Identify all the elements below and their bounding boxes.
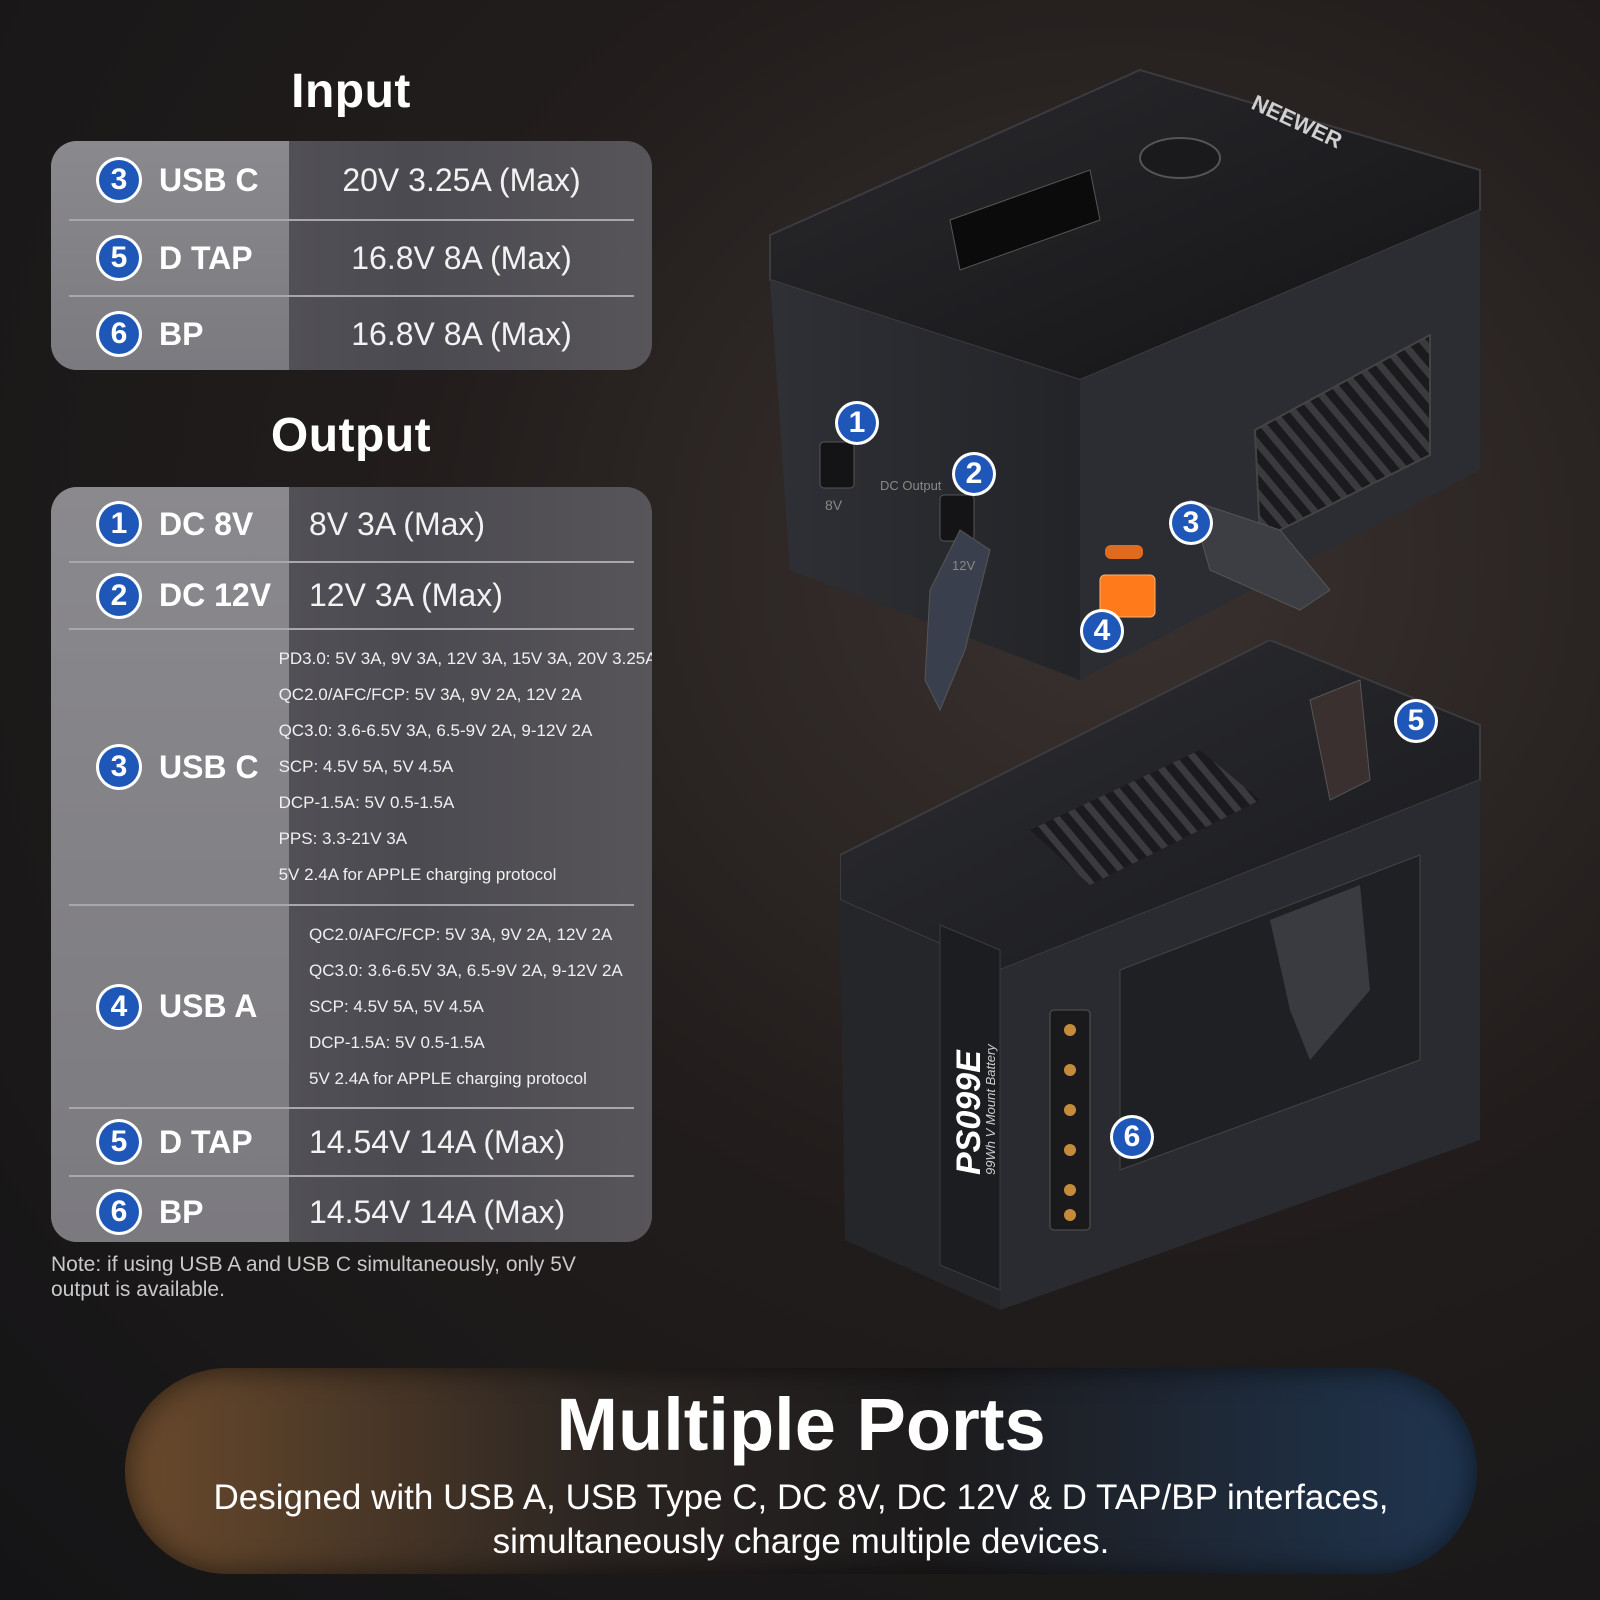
callout-5: 5: [1397, 702, 1435, 740]
usb-c-port: [1105, 545, 1143, 559]
table-row: 4 USB A QC2.0/AFC/FCP: 5V 3A, 9V 2A, 12V…: [69, 906, 634, 1109]
port-value: 16.8V 8A (Max): [351, 239, 572, 276]
port-value-list: QC2.0/AFC/FCP: 5V 3A, 9V 2A, 12V 2A QC3.…: [289, 907, 634, 1107]
callout-2: 2: [955, 455, 993, 493]
banner-title: Multiple Ports: [556, 1383, 1046, 1466]
output-table: 1 DC 8V 8V 3A (Max) 2 DC 12V 12V 3A (Max…: [51, 487, 652, 1242]
number-badge: 2: [99, 575, 139, 616]
table-row: 5 D TAP 14.54V 14A (Max): [69, 1109, 634, 1177]
input-title: Input: [291, 65, 411, 118]
spec-line: 5V 2.4A for APPLE charging protocol: [309, 1068, 587, 1088]
battery-top-view-illustration: 8V DC Output 12V NEEWER: [769, 68, 1481, 712]
spec-line: QC3.0: 3.6-6.5V 3A, 6.5-9V 2A, 9-12V 2A: [278, 721, 593, 740]
model-subtitle: 99Wh V Mount Battery: [983, 1043, 998, 1175]
table-row: 6 BP 14.54V 14A (Max): [69, 1177, 634, 1242]
table-row: 3 USB C 20V 3.25A (Max): [69, 141, 634, 221]
port-name: DC 12V: [159, 577, 272, 613]
spec-line: SCP: 4.5V 5A, 5V 4.5A: [309, 996, 484, 1016]
power-icon: [1139, 137, 1221, 179]
port-name: D TAP: [159, 1123, 253, 1160]
table-row: 3 USB C PD3.0: 5V 3A, 9V 3A, 12V 3A, 15V…: [69, 630, 652, 906]
port-name: USB C: [159, 161, 259, 198]
port-value: 20V 3.25A (Max): [342, 161, 581, 198]
banner-subtitle-line: simultaneously charge multiple devices.: [492, 1522, 1110, 1561]
battery-back-view-illustration: PS099E 99Wh V Mount Battery: [840, 640, 1481, 1310]
table-row: 6 BP 16.8V 8A (Max): [69, 297, 634, 370]
dc-12v-label: 12V: [952, 558, 975, 573]
port-name: USB A: [159, 988, 258, 1024]
dc-output-label: DC Output: [880, 478, 942, 493]
number-badge: 6: [99, 1192, 139, 1232]
dc-8v-label: 8V: [825, 497, 843, 513]
output-title: Output: [270, 409, 432, 462]
port-name: DC 8V: [159, 505, 254, 542]
spec-line: PPS: 3.3-21V 3A: [278, 829, 408, 848]
port-name: USB C: [159, 748, 259, 785]
port-name: D TAP: [159, 239, 253, 276]
spec-line: QC2.0/AFC/FCP: 5V 3A, 9V 2A, 12V 2A: [309, 924, 613, 944]
callout-6: 6: [1113, 1118, 1151, 1156]
port-value: 12V 3A (Max): [309, 577, 503, 613]
dc-12v-port: [939, 494, 975, 542]
spec-line: 5V 2.4A for APPLE charging protocol: [278, 865, 557, 884]
number-badge: 6: [99, 314, 139, 354]
spec-line: QC3.0: 3.6-6.5V 3A, 6.5-9V 2A, 9-12V 2A: [309, 960, 623, 980]
port-name: BP: [159, 1193, 204, 1230]
table-row: 1 DC 8V 8V 3A (Max): [69, 487, 634, 563]
port-value: 8V 3A (Max): [309, 505, 486, 542]
banner-subtitle-line: Designed with USB A, USB Type C, DC 8V, …: [213, 1478, 1389, 1517]
callout-1: 1: [838, 404, 876, 442]
port-name: BP: [159, 315, 204, 352]
number-badge: 5: [99, 1122, 139, 1162]
port-value-list: PD3.0: 5V 3A, 9V 3A, 12V 3A, 15V 3A, 20V…: [259, 631, 652, 903]
spec-line: SCP: 4.5V 5A, 5V 4.5A: [278, 757, 454, 776]
table-row: 5 D TAP 16.8V 8A (Max): [69, 221, 634, 297]
number-badge: 3: [99, 747, 139, 787]
number-badge: 1: [99, 504, 139, 544]
number-badge: 4: [99, 986, 139, 1027]
callout-4: 4: [1083, 612, 1121, 650]
number-badge: 3: [99, 160, 139, 200]
dc-8v-port: [819, 441, 855, 489]
port-value: 14.54V 14A (Max): [309, 1193, 566, 1230]
callout-3: 3: [1172, 504, 1210, 542]
spec-line: QC2.0/AFC/FCP: 5V 3A, 9V 2A, 12V 2A: [278, 685, 582, 704]
spec-line: DCP-1.5A: 5V 0.5-1.5A: [278, 793, 455, 812]
port-value: 14.54V 14A (Max): [309, 1123, 566, 1160]
input-table: 3 USB C 20V 3.25A (Max) 5 D TAP 16.8V 8A…: [51, 141, 652, 370]
model-name: PS099E: [950, 1049, 988, 1175]
spec-line: DCP-1.5A: 5V 0.5-1.5A: [309, 1032, 485, 1052]
usage-note: Note: if using USB A and USB C simultane…: [51, 1253, 576, 1301]
bp-contacts: [1049, 1009, 1091, 1231]
port-value: 16.8V 8A (Max): [351, 315, 572, 352]
spec-line: PD3.0: 5V 3A, 9V 3A, 12V 3A, 15V 3A, 20V…: [278, 649, 652, 668]
usb-a-port: [1099, 574, 1156, 618]
number-badge: 5: [99, 238, 139, 278]
table-row: 2 DC 12V 12V 3A (Max): [69, 563, 634, 630]
feature-banner: Multiple Ports Designed with USB A, USB …: [125, 1368, 1477, 1574]
banner-subtitle: Designed with USB A, USB Type C, DC 8V, …: [125, 1476, 1477, 1564]
